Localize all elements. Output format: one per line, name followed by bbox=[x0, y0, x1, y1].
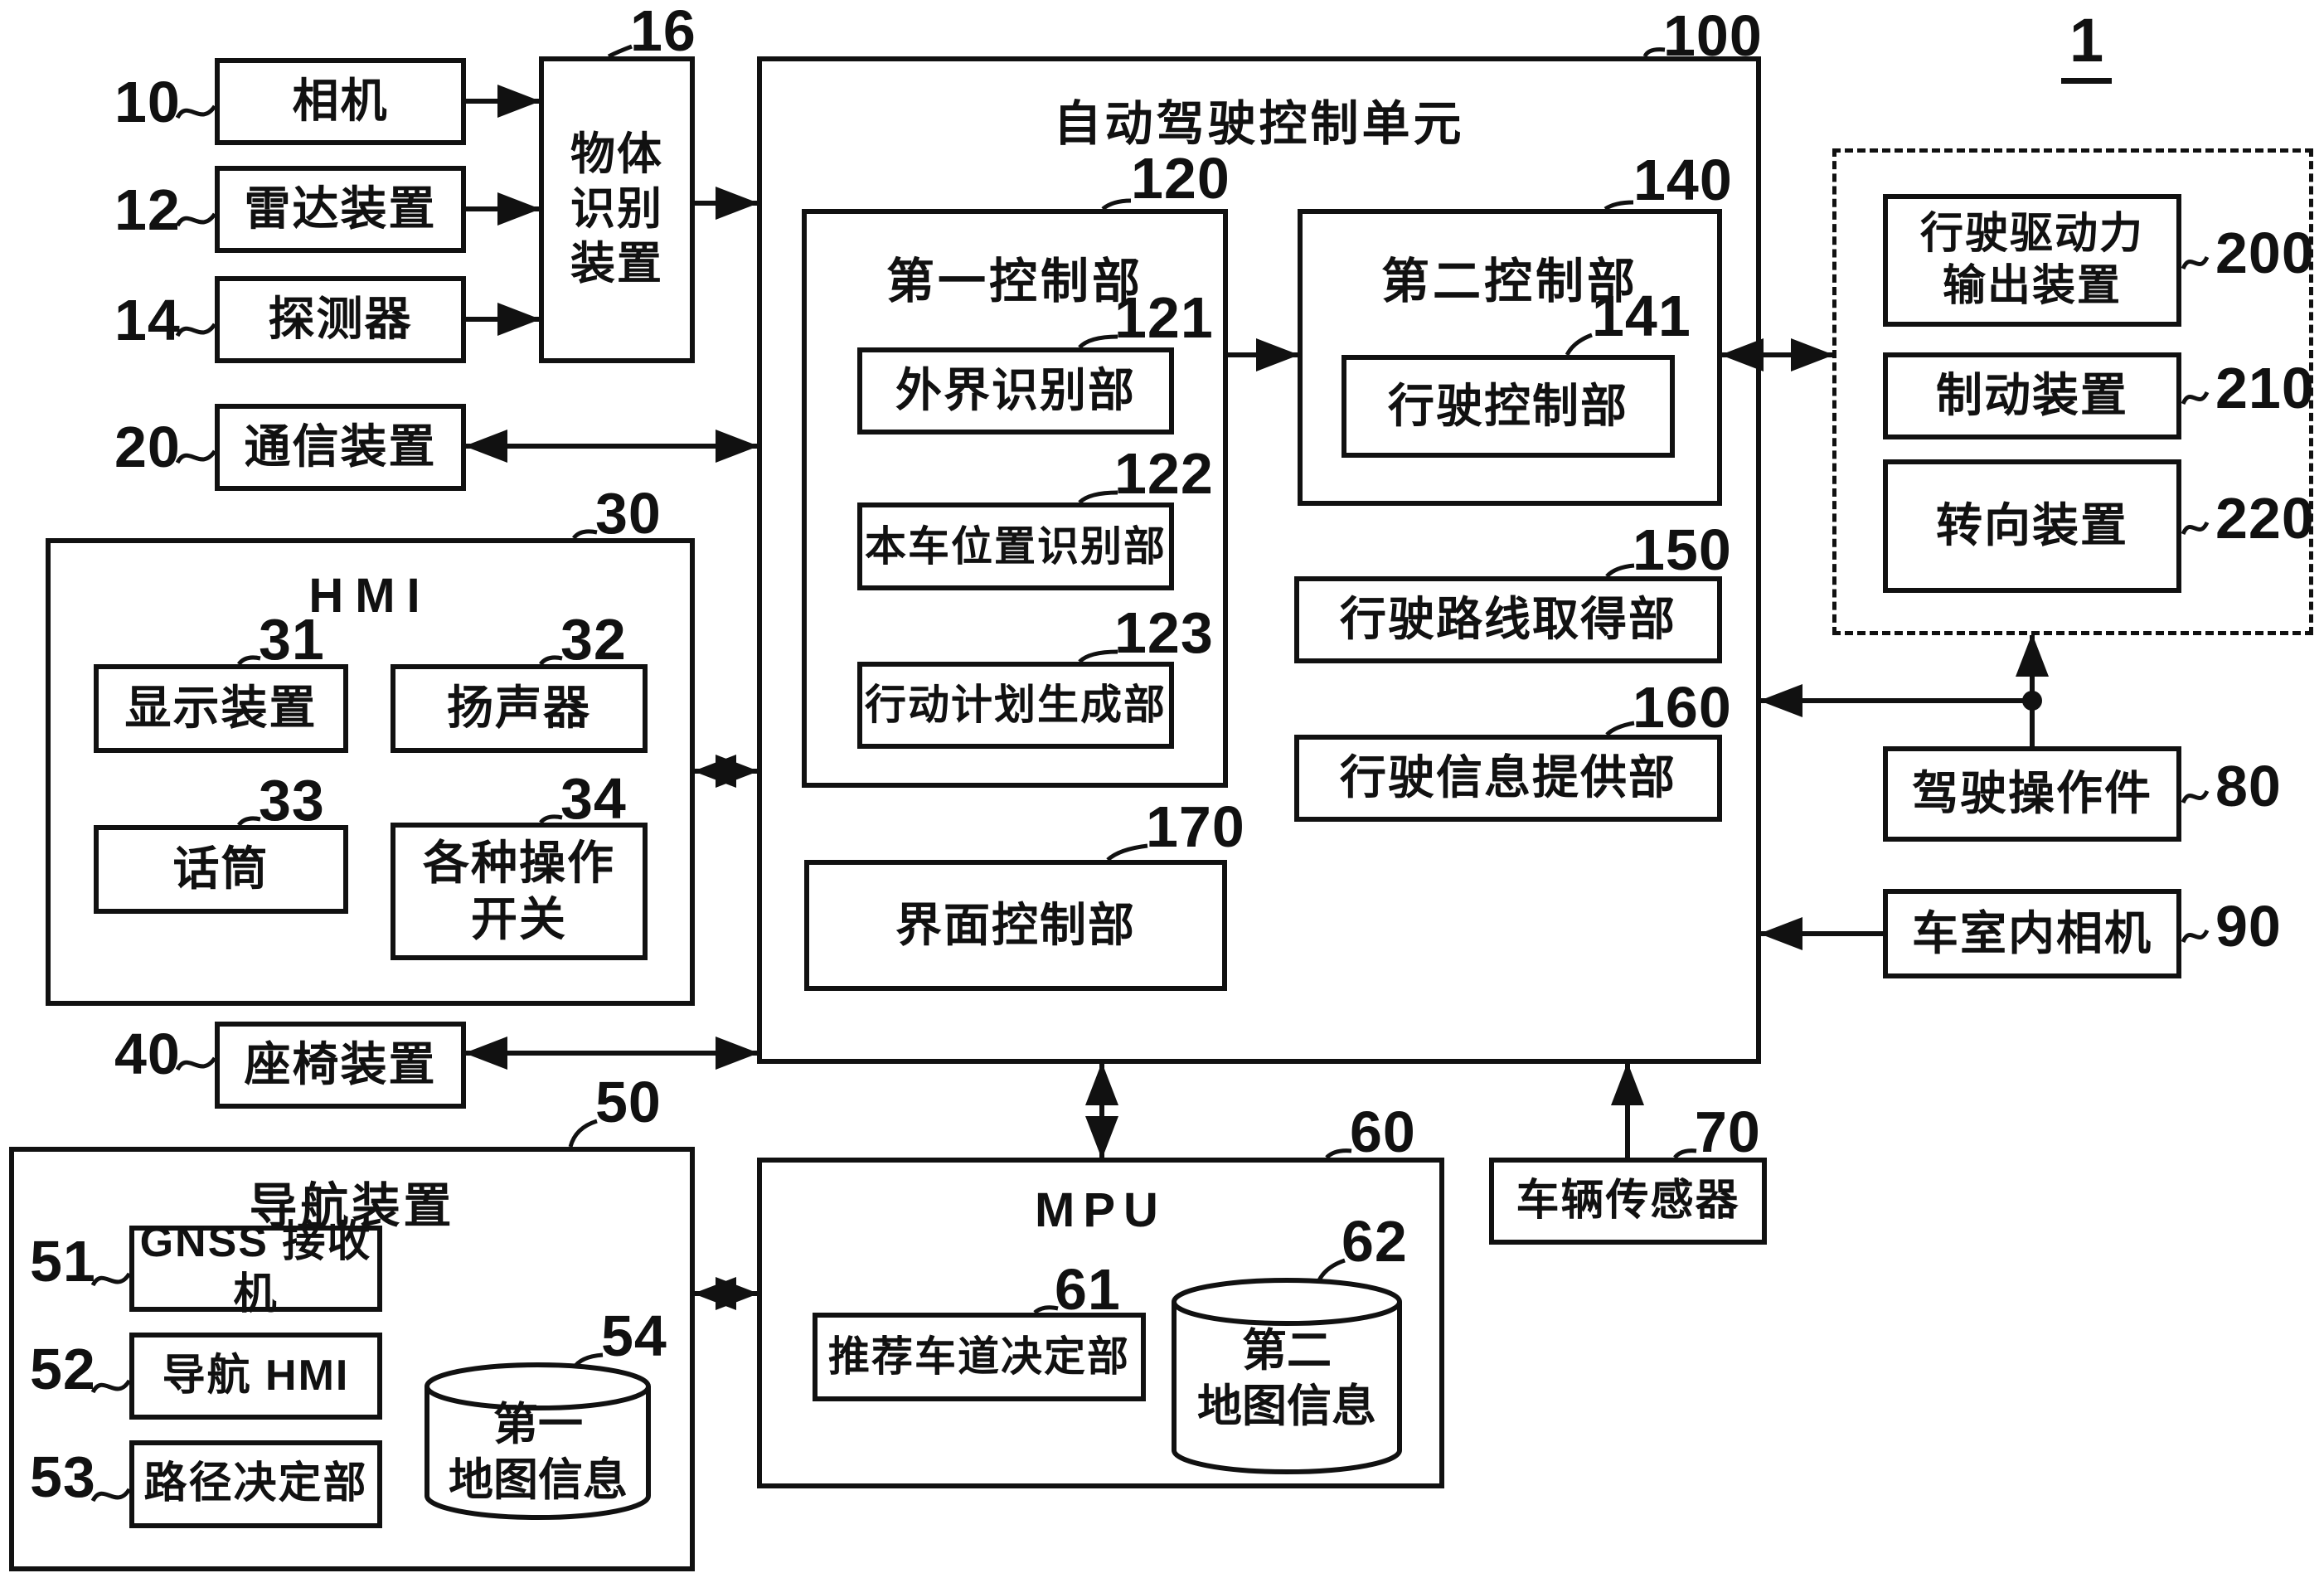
box-vehicle-sensor: 车辆传感器 bbox=[1489, 1158, 1767, 1245]
box-seat: 座椅装置 bbox=[215, 1022, 466, 1109]
box-external-recognition: 外界识别部 bbox=[857, 347, 1174, 435]
ref-label-16: 16 bbox=[630, 2, 696, 60]
ref-label-52: 52 bbox=[30, 1340, 96, 1398]
box-comm: 通信装置 bbox=[215, 404, 466, 491]
box-speaker: 扬声器 bbox=[391, 664, 648, 753]
ref-label-20: 20 bbox=[114, 418, 181, 476]
arrow-driving-operator-to-actuators bbox=[1761, 635, 2042, 746]
box-travel-info: 行驶信息提供部 bbox=[1294, 735, 1722, 822]
box-camera: 相机 bbox=[215, 58, 466, 145]
ref-label-220: 220 bbox=[2215, 489, 2315, 547]
box-route-decision: 路径决定部 bbox=[129, 1440, 382, 1528]
box-nav-hmi: 导航 HMI bbox=[129, 1333, 382, 1420]
ref-label-210: 210 bbox=[2215, 359, 2315, 417]
box-recommended-lane: 推荐车道决定部 bbox=[813, 1313, 1146, 1401]
ref-label-170: 170 bbox=[1146, 798, 1245, 856]
box-drive-force-output: 行驶驱动力 输出装置 bbox=[1883, 194, 2181, 327]
ref-label-40: 40 bbox=[114, 1025, 181, 1083]
cylinder-second-map-label: 第二 地图信息 bbox=[1180, 1317, 1394, 1441]
ref-label-100: 100 bbox=[1663, 7, 1763, 65]
ref-label-140: 140 bbox=[1633, 151, 1733, 209]
ref-label-120: 120 bbox=[1131, 149, 1230, 207]
ref-label-33: 33 bbox=[259, 771, 325, 829]
ref-label-54: 54 bbox=[601, 1307, 667, 1365]
ref-label-12: 12 bbox=[114, 181, 181, 239]
box-mpu-title: MPU bbox=[762, 1182, 1439, 1238]
box-operation-switches: 各种操作 开关 bbox=[391, 823, 648, 960]
ref-label-121: 121 bbox=[1114, 289, 1214, 347]
ref-label-141: 141 bbox=[1592, 287, 1691, 345]
box-cabin-camera: 车室内相机 bbox=[1883, 889, 2181, 978]
ref-label-90: 90 bbox=[2215, 897, 2282, 955]
ref-label-50: 50 bbox=[595, 1073, 662, 1131]
ref-label-60: 60 bbox=[1350, 1103, 1416, 1161]
cylinder-first-map-label: 第一 地图信息 bbox=[433, 1395, 643, 1511]
ref-label-150: 150 bbox=[1633, 521, 1732, 579]
ref-label-70: 70 bbox=[1695, 1103, 1761, 1161]
box-display: 显示装置 bbox=[94, 664, 348, 753]
ref-label-14: 14 bbox=[114, 291, 181, 349]
ref-label-61: 61 bbox=[1055, 1260, 1121, 1318]
figure-number: 1 bbox=[2061, 10, 2112, 84]
box-interface-control: 界面控制部 bbox=[804, 860, 1227, 991]
box-travel-control: 行驶控制部 bbox=[1342, 355, 1675, 458]
box-steering: 转向装置 bbox=[1883, 459, 2181, 593]
ref-label-123: 123 bbox=[1114, 604, 1214, 662]
ref-label-31: 31 bbox=[259, 610, 325, 668]
box-travel-route: 行驶路线取得部 bbox=[1294, 576, 1722, 663]
box-detector: 探测器 bbox=[215, 276, 466, 363]
box-driving-operator: 驾驶操作件 bbox=[1883, 746, 2181, 842]
ref-label-32: 32 bbox=[560, 610, 627, 668]
ref-label-30: 30 bbox=[595, 484, 662, 542]
box-action-plan: 行动计划生成部 bbox=[857, 662, 1174, 749]
box-gnss: GNSS 接收机 bbox=[129, 1226, 382, 1312]
ref-label-62: 62 bbox=[1342, 1212, 1408, 1270]
ref-label-160: 160 bbox=[1633, 678, 1732, 736]
box-microphone: 话筒 bbox=[94, 825, 348, 914]
box-adcu-title: 自动驾驶控制单元 bbox=[762, 85, 1756, 154]
ref-label-10: 10 bbox=[114, 73, 181, 131]
ref-label-53: 53 bbox=[30, 1448, 96, 1506]
ref-label-122: 122 bbox=[1114, 444, 1214, 502]
ref-label-51: 51 bbox=[30, 1232, 96, 1290]
ref-label-200: 200 bbox=[2215, 224, 2315, 282]
ref-label-34: 34 bbox=[560, 770, 627, 828]
box-object-recognition: 物体 识别 装置 bbox=[539, 56, 695, 363]
box-radar: 雷达装置 bbox=[215, 166, 466, 253]
ref-label-80: 80 bbox=[2215, 757, 2282, 815]
box-own-position: 本车位置识别部 bbox=[857, 502, 1174, 590]
box-brake: 制动装置 bbox=[1883, 352, 2181, 439]
junction-dot bbox=[2022, 691, 2042, 711]
